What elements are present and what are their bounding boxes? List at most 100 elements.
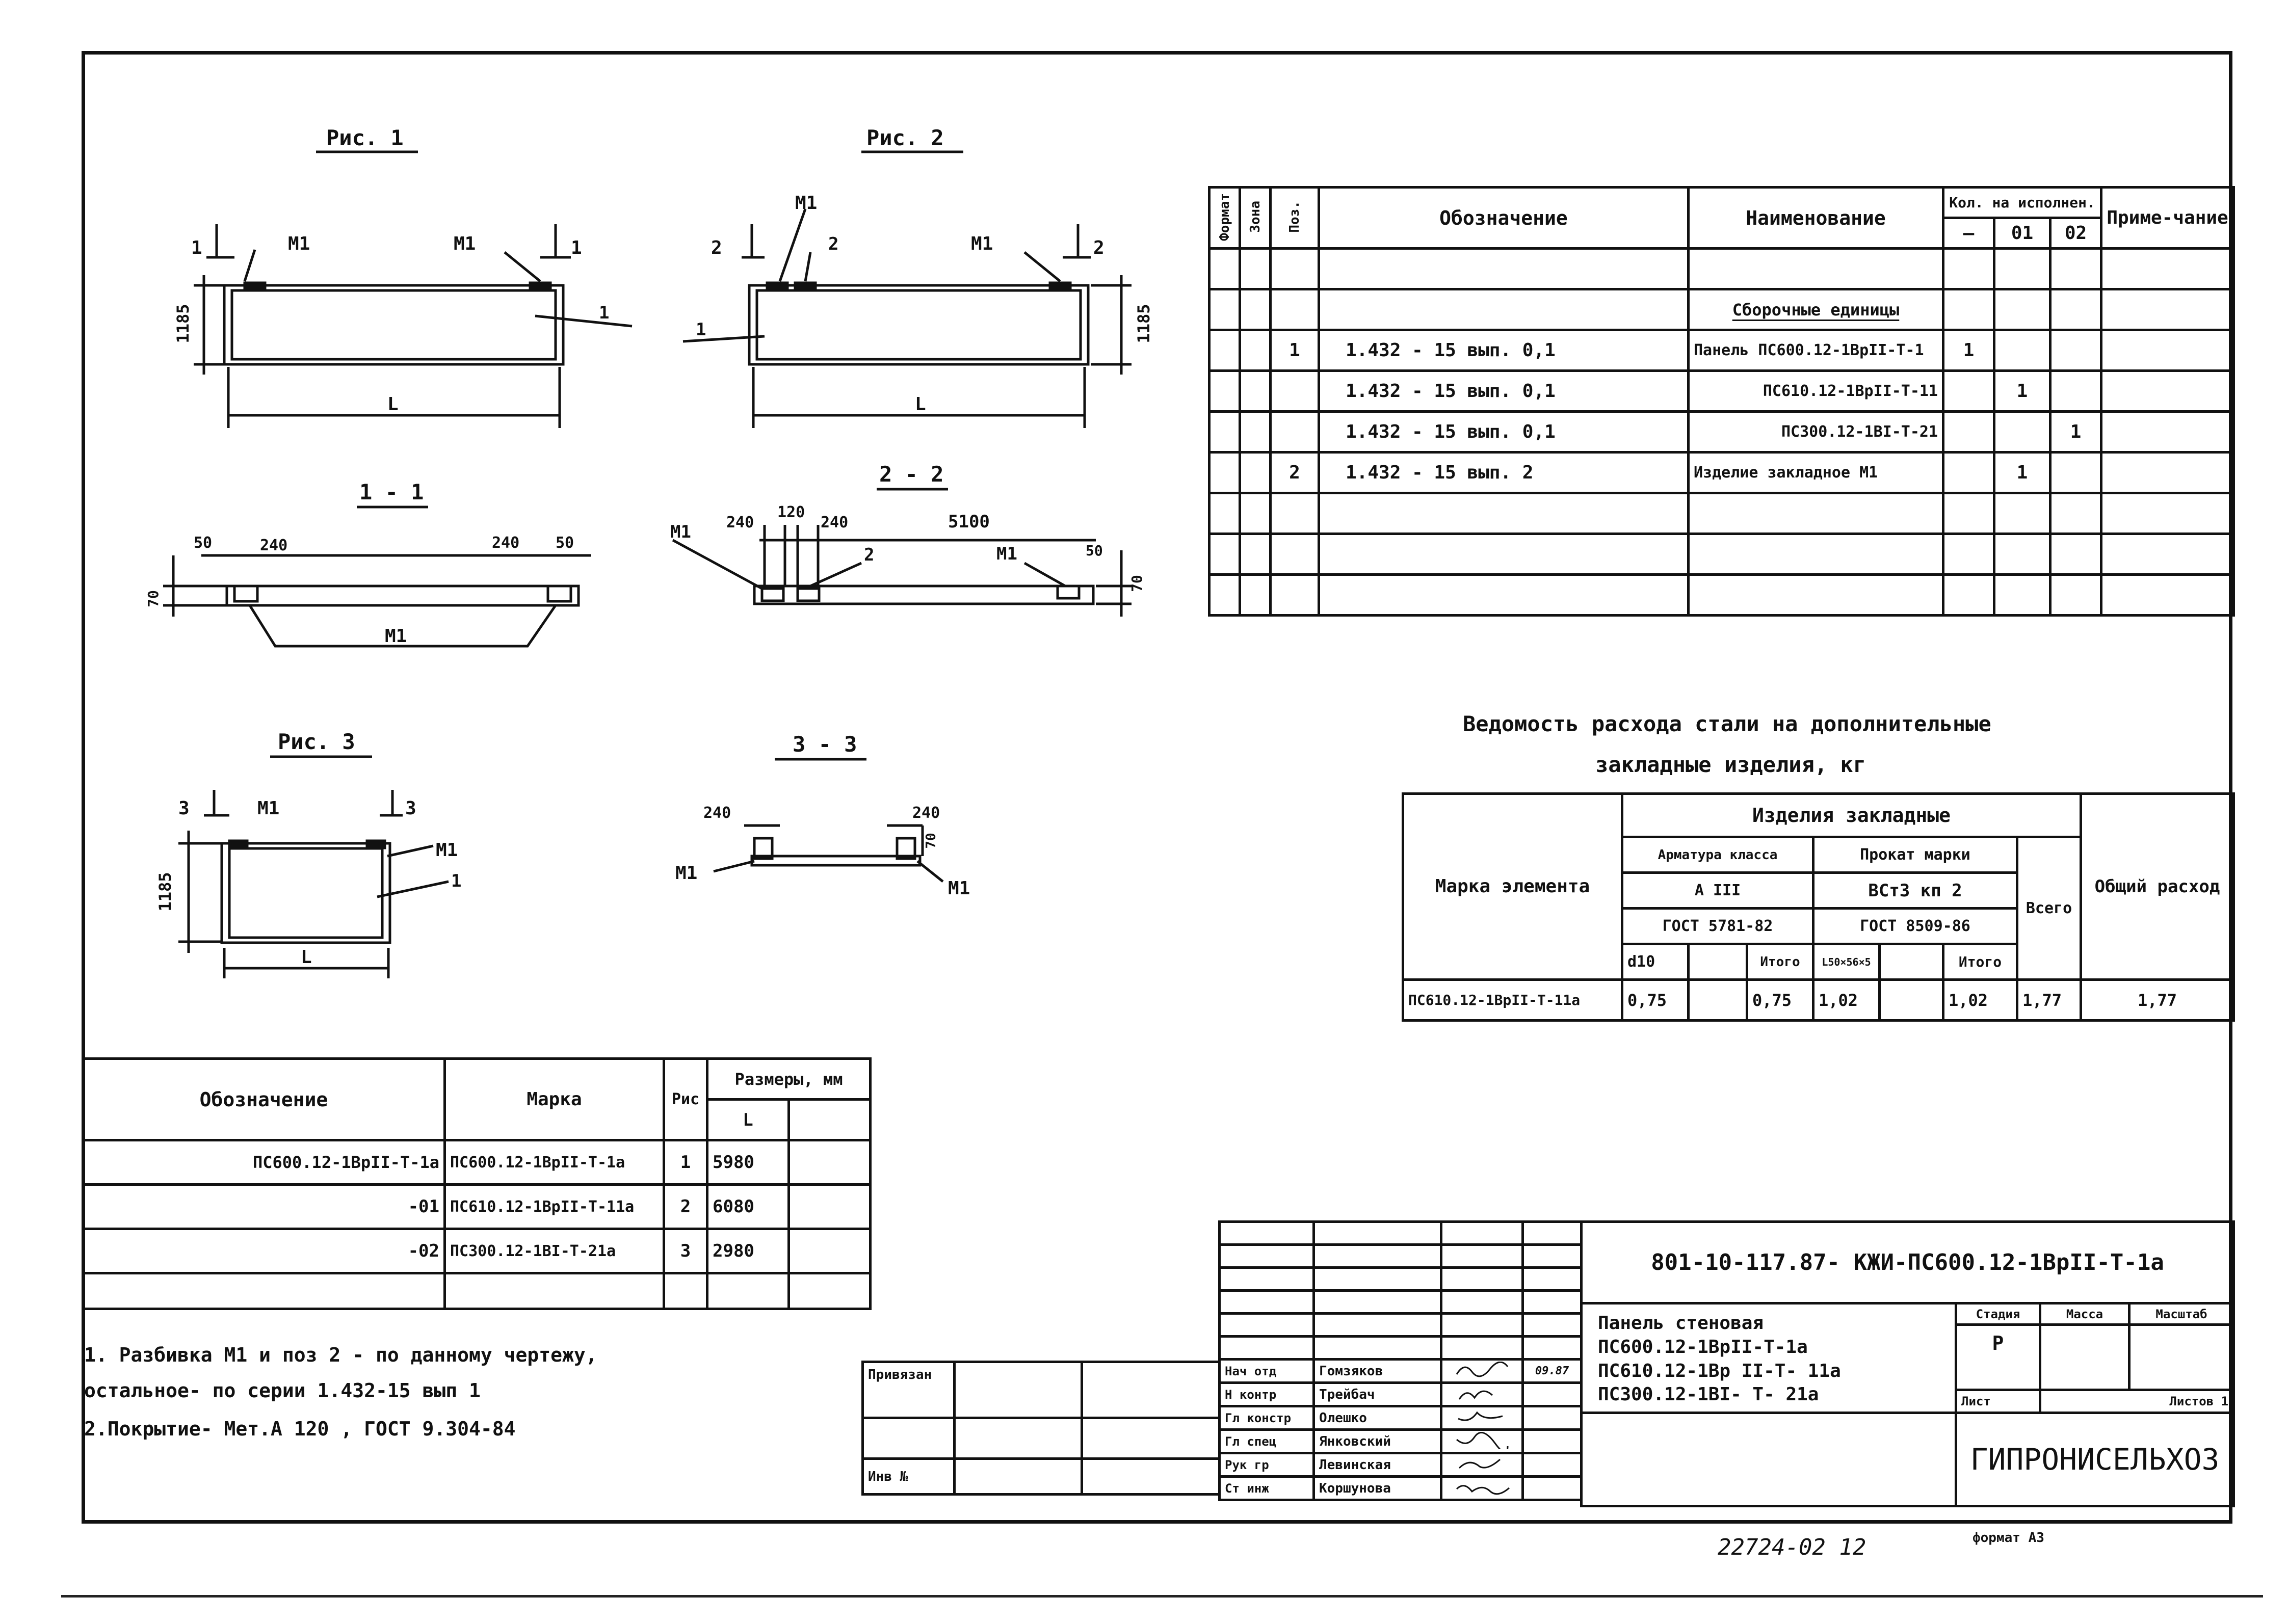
- steel-grade: ВСт3 кп 2: [1812, 871, 2018, 910]
- element-mark: ПС610.12-1ВрII-Т-11а: [1402, 978, 1623, 1022]
- date-cell: 09.87: [1521, 1358, 1583, 1384]
- dimension-label: 240: [492, 534, 519, 552]
- m1-label: М1: [795, 193, 817, 214]
- title-line: ПС610.12-1Вр II-Т- 11а: [1598, 1360, 1841, 1381]
- role-cell: Ст инж: [1218, 1475, 1315, 1501]
- position-label: 1: [599, 303, 609, 323]
- organization-name: ГИПРОНИСЕЛЬХОЗ: [1954, 1412, 2236, 1507]
- steel-consumption-table: Марка элемента Изделия закладные Общий р…: [1402, 792, 2235, 1022]
- m1-label: М1: [454, 233, 476, 254]
- dimension-label: 240: [726, 514, 754, 531]
- table-row: [1208, 492, 2236, 535]
- qty-cell: [1942, 410, 1995, 454]
- name-cell: Панель ПС600.12-1ВрII-Т-1: [1687, 329, 1944, 372]
- designation-cell: 1.432 - 15 вып. 2: [1318, 451, 1690, 494]
- sizes-header: Размеры, мм: [705, 1057, 872, 1101]
- dimension-label: 70: [145, 590, 162, 607]
- dimension-label: 50: [556, 534, 574, 552]
- steel-table-subtitle: закладные изделия, кг: [1595, 752, 1866, 777]
- cut-mark: 3: [405, 798, 416, 819]
- signature-row: Ст инж Коршунова: [1218, 1475, 1583, 1501]
- dimension-label: 120: [777, 503, 805, 521]
- drawing-frame: [82, 51, 2232, 1524]
- mark-header: Марка: [443, 1057, 665, 1141]
- pos-cell: 1: [1269, 329, 1320, 372]
- fig3-caption: Рис. 3: [278, 729, 355, 754]
- col-qty-header: Кол. на исполнен.: [1941, 186, 2103, 219]
- signature: [1440, 1475, 1524, 1501]
- qty-cell: [1942, 451, 1995, 494]
- mark-cell: ПС600.12-1ВрII-Т-1а: [443, 1139, 665, 1186]
- pos-cell: [1269, 410, 1320, 454]
- signature: [1440, 1428, 1524, 1454]
- m1-label: М1: [996, 544, 1017, 564]
- stage-header: Стадия: [1955, 1302, 2041, 1326]
- section-caption: 1 - 1: [359, 480, 424, 504]
- angle-value: 1,02: [1812, 978, 1881, 1022]
- signature: [1440, 1405, 1524, 1431]
- role-cell: Рук гр: [1218, 1452, 1315, 1478]
- col-format-header: Формат: [1208, 186, 1241, 250]
- col-zone-header: Зона: [1239, 186, 1272, 250]
- scale-header: Масштаб: [2127, 1302, 2236, 1326]
- note-2: 2.Покрытие- Мет.А 120 , ГОСТ 9.304-84: [84, 1418, 516, 1440]
- general-header: Общий расход: [2080, 792, 2235, 981]
- title-block: 801-10-117.87- КЖИ-ПС600.12-1ВрII-Т-1а П…: [1580, 1220, 2236, 1507]
- specification-table: Формат Зона Поз. Обозначение Наименовани…: [1208, 186, 2236, 617]
- name-cell: ПС300.12-1ВI-Т-21: [1687, 410, 1944, 454]
- d10-value: 0,75: [1621, 978, 1690, 1022]
- sheet-label: Лист: [1955, 1389, 2041, 1414]
- dimension-label: 70: [924, 833, 939, 848]
- m1-label: М1: [971, 233, 993, 254]
- dimension-label: 50: [1086, 542, 1103, 559]
- table-row: [1208, 573, 2236, 617]
- m1-label: М1: [670, 522, 691, 542]
- note-1: 1. Разбивка М1 и поз 2 - по данному черт…: [84, 1344, 597, 1366]
- qty-01-header: 01: [1993, 217, 2052, 250]
- signature-row: Нач отд Гомзяков 09.87: [1218, 1358, 1583, 1384]
- fig1-caption: Рис. 1: [326, 125, 404, 150]
- position-label: 2: [864, 545, 874, 565]
- figure-cell: 2: [663, 1183, 708, 1230]
- qty-cell: [1993, 410, 2052, 454]
- qty-cell: [2048, 329, 2103, 372]
- height-dimension: 1185: [155, 872, 175, 911]
- table-row: [1208, 247, 2236, 290]
- cut-mark: 2: [711, 237, 722, 258]
- length-cell: 6080: [706, 1183, 790, 1230]
- name-cell: Изделие закладное М1: [1687, 451, 1944, 494]
- table-row: 1.432 - 15 вып. 0,1 ПС300.12-1ВI-Т-21 1: [1208, 410, 2236, 454]
- dimension-label: 70: [1128, 575, 1145, 592]
- qty-cell: [2048, 369, 2103, 413]
- itogo-header: Итого: [1746, 943, 1814, 981]
- dimension-label: 5100: [948, 512, 990, 532]
- itogo-header: Итого: [1942, 943, 2018, 981]
- cut-mark: 1: [191, 237, 202, 258]
- table-row: 2 1.432 - 15 вып. 2 Изделие закладное М1…: [1208, 451, 2236, 494]
- designation-cell: 1.432 - 15 вып. 0,1: [1318, 410, 1690, 454]
- m1-label: М1: [675, 863, 697, 884]
- signature-row: Гл констр Олешко: [1218, 1405, 1583, 1431]
- qty-cell: 1: [1942, 329, 1995, 372]
- table-row: ПС600.12-1ВрII-Т-1а ПС600.12-1ВрII-Т-1а …: [82, 1139, 872, 1186]
- table-row: [1208, 533, 2236, 576]
- col-designation-header: Обозначение: [1318, 186, 1690, 250]
- person-name: Янковский: [1312, 1428, 1442, 1454]
- role-cell: Н контр: [1218, 1381, 1315, 1407]
- pos-cell: [1269, 369, 1320, 413]
- table-row: [82, 1272, 872, 1310]
- table-row: -01 ПС610.12-1ВрII-Т-11а 2 6080: [82, 1183, 872, 1230]
- format-label: формат А3: [1973, 1530, 2044, 1546]
- table-row: 1 1.432 - 15 вып. 0,1 Панель ПС600.12-1В…: [1208, 329, 2236, 372]
- mark-header: Марка элемента: [1402, 792, 1623, 981]
- length-cell: 5980: [706, 1139, 790, 1186]
- person-name: Левинская: [1312, 1452, 1442, 1478]
- designation-cell: -02: [82, 1228, 446, 1274]
- steel-table-title: Ведомость расхода стали на дополнительны…: [1463, 711, 1991, 736]
- document-title: Панель стеновая ПС600.12-1ВрII-Т-1а ПС61…: [1580, 1302, 1957, 1414]
- archive-number: 22724-02 12: [1718, 1534, 1866, 1560]
- person-name: Олешко: [1312, 1405, 1442, 1431]
- table-row: -02 ПС300.12-1ВI-Т-21а 3 2980: [82, 1228, 872, 1274]
- sizes-table: Обозначение Марка Рис Размеры, мм L ПС60…: [82, 1057, 872, 1310]
- fig2-caption: Рис. 2: [866, 125, 944, 150]
